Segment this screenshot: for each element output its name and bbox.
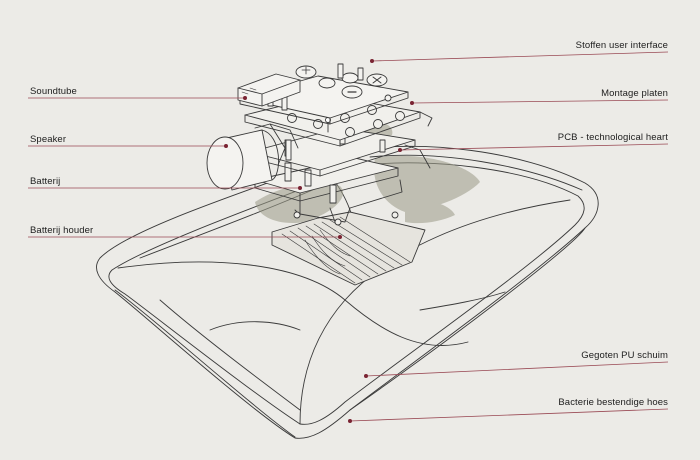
cushion-outline bbox=[96, 146, 598, 438]
label-soundtube: Soundtube bbox=[30, 86, 77, 97]
label-speaker: Speaker bbox=[30, 134, 66, 145]
label-pu-schuim: Gegoten PU schuim bbox=[581, 350, 668, 361]
dot-hoes bbox=[348, 419, 352, 423]
label-hoes: Bacterie bestendige hoes bbox=[558, 397, 668, 408]
dot-pcb bbox=[398, 148, 402, 152]
dot-batterij-houder bbox=[338, 235, 342, 239]
label-batterij-houder: Batterij houder bbox=[30, 225, 93, 236]
label-stoffen-ui: Stoffen user interface bbox=[576, 40, 668, 51]
leader-hoes bbox=[350, 409, 668, 421]
dot-stoffen-ui bbox=[370, 59, 374, 63]
label-pcb: PCB - technological heart bbox=[558, 132, 668, 143]
leader-stoffen-ui bbox=[372, 52, 668, 61]
dot-speaker bbox=[224, 144, 228, 148]
label-batterij: Batterij bbox=[30, 176, 60, 187]
dot-soundtube bbox=[243, 96, 247, 100]
dot-pu-schuim bbox=[364, 374, 368, 378]
dot-batterij bbox=[298, 186, 302, 190]
dot-montage-platen bbox=[410, 101, 414, 105]
leader-montage-platen bbox=[412, 100, 668, 103]
label-montage-platen: Montage platen bbox=[601, 88, 668, 99]
